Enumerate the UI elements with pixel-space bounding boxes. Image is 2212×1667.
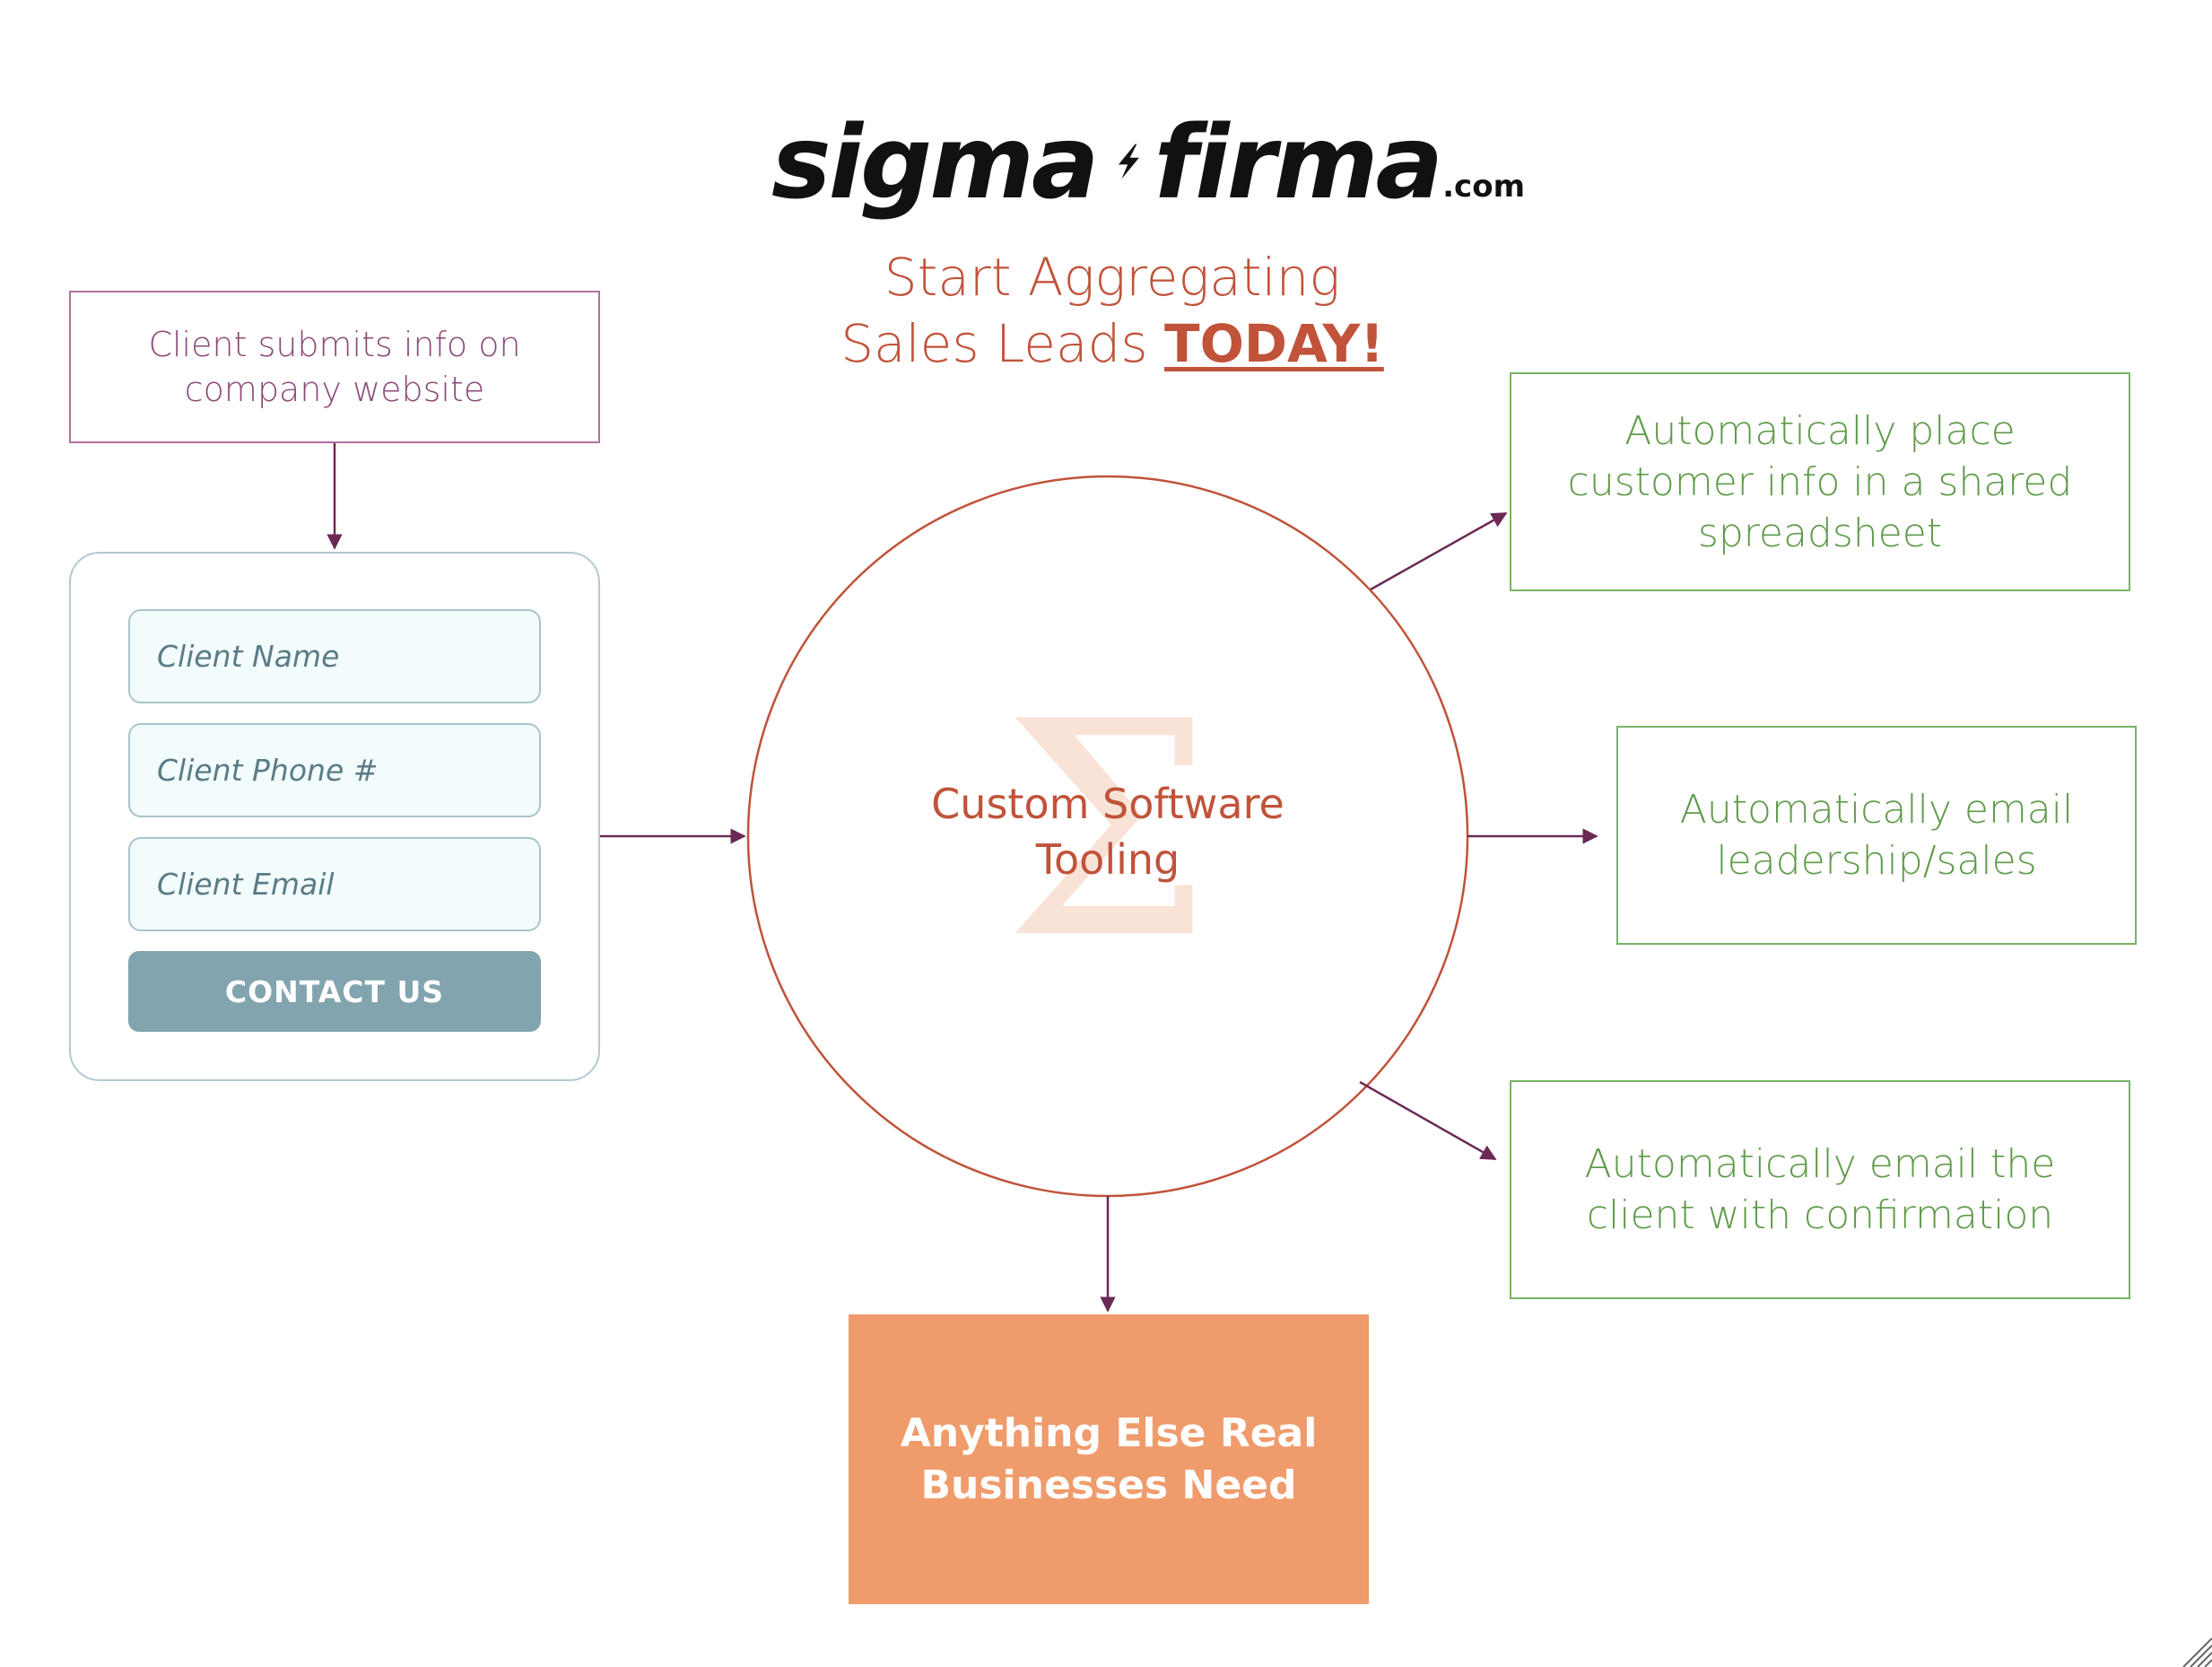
headline: Start Aggregating Sales Leads TODAY!: [807, 244, 1417, 377]
client-email-placeholder: Client Email: [157, 867, 335, 902]
headline-line-2-prefix: Sales Leads: [840, 313, 1164, 374]
output-email-client-box: Automatically email the client with conf…: [1510, 1080, 2130, 1299]
logo-word-sigma: sigma: [771, 105, 1100, 222]
corner-hatch-icon: [2182, 1637, 2212, 1667]
headline-line-1: Start Aggregating: [884, 247, 1341, 308]
headline-emphasis: TODAY!: [1164, 313, 1384, 374]
center-label-line-1: Custom Software: [931, 780, 1285, 828]
lightning-bolt-icon: [1118, 144, 1139, 179]
output-email-leadership-box: Automatically email leadership/sales: [1616, 726, 2137, 945]
output-email-leadership-text: Automatically email leadership/sales: [1679, 787, 2074, 884]
contact-us-button[interactable]: CONTACT US: [128, 951, 541, 1032]
arrow-center-to-spreadsheet: [1370, 511, 1508, 591]
anything-else-box: Anything Else Real Businesses Need: [849, 1314, 1369, 1604]
client-phone-placeholder: Client Phone #: [157, 753, 379, 788]
sigma-watermark: Σ: [1003, 659, 1212, 1003]
client-submits-text: Client submits info on company website: [148, 325, 521, 409]
logo-word-firma: firma: [1154, 105, 1444, 222]
client-email-field[interactable]: Client Email: [128, 837, 541, 931]
arrow-center-to-email-client: [1359, 1080, 1497, 1161]
client-name-field[interactable]: Client Name: [128, 609, 541, 703]
anything-else-text: Anything Else Real Businesses Need: [900, 1410, 1318, 1508]
output-email-client-text: Automatically email the client with conf…: [1584, 1141, 2056, 1238]
center-label-line-2: Tooling: [1035, 835, 1180, 884]
contact-us-label: CONTACT US: [224, 973, 445, 1009]
output-spreadsheet-box: Automatically place customer info in a s…: [1510, 372, 2130, 591]
brand-logo: sigma firma .com: [771, 97, 1525, 214]
logo-domain-suffix: .com: [1442, 169, 1525, 205]
headline-line-2: Sales Leads TODAY!: [807, 310, 1417, 377]
client-name-placeholder: Client Name: [157, 639, 340, 674]
output-spreadsheet-text: Automatically place customer info in a s…: [1567, 407, 2073, 556]
custom-software-label: Custom Software Tooling: [906, 776, 1310, 887]
client-submits-box: Client submits info on company website: [69, 291, 600, 443]
client-phone-field[interactable]: Client Phone #: [128, 723, 541, 817]
